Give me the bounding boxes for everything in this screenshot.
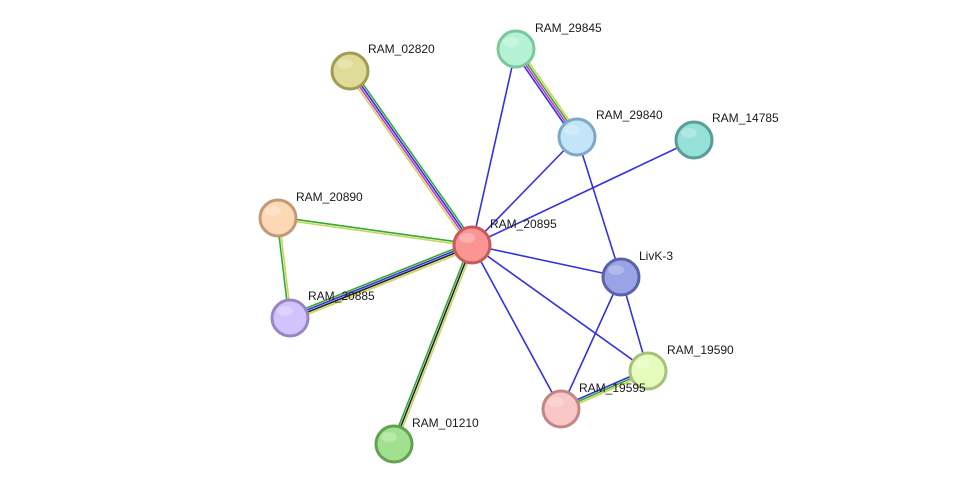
- edge-evidence-line: [471, 48, 517, 246]
- edge-evidence-line: [560, 276, 622, 410]
- edge-evidence-line: [346, 72, 471, 248]
- edge-RAM_20895-RAM_02820[interactable]: [346, 68, 476, 248]
- node-label: RAM_01210: [412, 416, 479, 430]
- node-highlight: [277, 306, 293, 316]
- node-highlight: [548, 397, 564, 407]
- edge-RAM_20895-RAM_29845[interactable]: [471, 48, 517, 246]
- node-RAM_02820[interactable]: RAM_02820: [330, 42, 435, 91]
- node-label: LivK-3: [639, 249, 673, 263]
- edge-evidence-line: [348, 71, 472, 247]
- edge-evidence-line: [391, 243, 471, 444]
- node-circle[interactable]: [601, 257, 641, 297]
- node-label: RAM_20895: [490, 217, 557, 231]
- node-circle[interactable]: [674, 120, 714, 160]
- edge-evidence-line: [471, 136, 578, 246]
- node-circle[interactable]: [258, 198, 298, 238]
- edge-evidence-line: [290, 245, 473, 320]
- edge-evidence-line: [277, 218, 472, 247]
- node-RAM_29845[interactable]: RAM_29845: [496, 21, 602, 69]
- node-label: RAM_20885: [308, 289, 375, 303]
- edge-evidence-line: [350, 69, 474, 245]
- edge-evidence-line: [288, 241, 472, 316]
- edge-RAM_29840-LivK-3[interactable]: [576, 136, 622, 278]
- edge-evidence-line: [471, 244, 622, 278]
- node-label: RAM_14785: [712, 111, 779, 125]
- node-highlight: [381, 432, 397, 442]
- node-label: RAM_29840: [596, 108, 663, 122]
- node-circle[interactable]: [628, 351, 668, 391]
- edge-evidence-line: [393, 244, 473, 445]
- node-label: RAM_02820: [368, 42, 435, 56]
- edge-evidence-line: [471, 139, 695, 246]
- node-circle[interactable]: [496, 29, 536, 69]
- node-highlight: [681, 128, 697, 138]
- node-RAM_20895[interactable]: RAM_20895: [452, 217, 557, 265]
- node-highlight: [635, 359, 651, 369]
- edge-evidence-line: [290, 247, 474, 322]
- edge-RAM_20895-RAM_14785[interactable]: [471, 139, 695, 246]
- edge-RAM_20895-RAM_20890[interactable]: [277, 216, 473, 247]
- node-circle[interactable]: [452, 225, 492, 265]
- edge-LivK-3-RAM_19595[interactable]: [560, 276, 622, 410]
- node-highlight: [265, 206, 281, 216]
- edge-RAM_20895-RAM_19595[interactable]: [471, 244, 562, 410]
- edge-RAM_20895-RAM_29840[interactable]: [471, 136, 578, 246]
- edge-evidence-line: [351, 68, 476, 244]
- node-RAM_19590[interactable]: RAM_19590: [628, 343, 734, 391]
- node-highlight: [564, 125, 580, 135]
- node-circle[interactable]: [557, 117, 597, 157]
- node-circle[interactable]: [330, 51, 370, 91]
- edge-evidence-line: [576, 136, 622, 278]
- node-highlight: [503, 37, 519, 47]
- node-RAM_14785[interactable]: RAM_14785: [674, 111, 779, 160]
- node-circle[interactable]: [374, 424, 414, 464]
- node-highlight: [608, 265, 624, 275]
- node-RAM_01210[interactable]: RAM_01210: [374, 416, 479, 464]
- node-RAM_29840[interactable]: RAM_29840: [557, 108, 663, 157]
- node-highlight: [459, 233, 475, 243]
- node-RAM_20890[interactable]: RAM_20890: [258, 190, 363, 238]
- edge-evidence-line: [278, 216, 473, 245]
- edge-RAM_20895-RAM_19590[interactable]: [471, 244, 649, 372]
- edge-evidence-line: [289, 243, 472, 318]
- edge-RAM_20895-LivK-3[interactable]: [471, 244, 622, 278]
- node-RAM_20885[interactable]: RAM_20885: [270, 289, 375, 338]
- node-label: RAM_19595: [579, 381, 646, 395]
- edge-evidence-line: [471, 244, 649, 372]
- edge-RAM_20895-RAM_01210[interactable]: [391, 243, 475, 446]
- node-label: RAM_29845: [535, 21, 602, 35]
- node-circle[interactable]: [541, 389, 581, 429]
- edge-evidence-line: [395, 245, 475, 446]
- edge-RAM_20895-RAM_20885[interactable]: [288, 241, 474, 322]
- edge-evidence-line: [471, 244, 562, 410]
- node-highlight: [337, 59, 353, 69]
- node-LivK-3[interactable]: LivK-3: [601, 249, 673, 297]
- node-label: RAM_20890: [296, 190, 363, 204]
- node-circle[interactable]: [270, 298, 310, 338]
- node-label: RAM_19590: [667, 343, 734, 357]
- node-RAM_19595[interactable]: RAM_19595: [541, 381, 646, 429]
